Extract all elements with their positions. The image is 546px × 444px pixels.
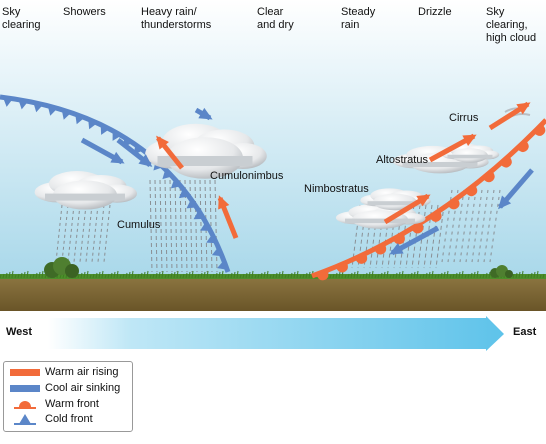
direction-west: West: [6, 326, 33, 338]
legend-label: Warm air rising: [45, 366, 119, 378]
cloud-label-cirrus: Cirrus: [449, 112, 479, 124]
direction-arrow: [48, 316, 504, 351]
warm-air-bar-icon: [10, 369, 40, 376]
cloud-label-cumulus: Cumulus: [117, 219, 161, 231]
warm-front-semicircle-icon: [14, 401, 36, 409]
bush-right: [490, 265, 513, 278]
ground: [0, 278, 546, 311]
cloud-label-cumulonimbus: Cumulonimbus: [210, 170, 284, 182]
stage-label-heavy-rain: Heavy rain/ thunderstorms: [141, 6, 212, 31]
legend-label: Cool air sinking: [45, 382, 121, 394]
legend-item-warm-front: Warm front: [8, 398, 130, 411]
bush-left: [44, 257, 79, 278]
stage-label-sky-clearing: Sky clearing: [2, 6, 41, 31]
stage-label-clear-dry: Clear and dry: [257, 6, 294, 31]
stage-label-showers: Showers: [63, 6, 106, 18]
legend: Warm air rising Cool air sinking Warm fr…: [3, 361, 133, 432]
warm-front: [311, 118, 546, 281]
clouds-layer: [34, 107, 531, 229]
cloud-label-altostratus: Altostratus: [376, 154, 428, 166]
cold-front-triangle-icon: [14, 414, 36, 425]
stage-label-drizzle: Drizzle: [418, 6, 452, 18]
sky: [0, 0, 546, 278]
legend-item-cool-air: Cool air sinking: [8, 382, 130, 395]
air-arrows: [80, 101, 534, 256]
legend-label: Warm front: [45, 398, 99, 410]
stage-label-steady-rain: Steady rain: [341, 6, 376, 31]
legend-item-cold-front: Cold front: [8, 413, 130, 426]
direction-east: East: [513, 326, 537, 338]
legend-label: Cold front: [45, 413, 93, 425]
legend-item-warm-air: Warm air rising: [8, 366, 130, 379]
stage-label-sky-clearing-high-cloud: Sky clearing, high cloud: [486, 6, 537, 44]
cloud-label-nimbostratus: Nimbostratus: [304, 183, 369, 195]
cool-air-bar-icon: [10, 385, 40, 392]
